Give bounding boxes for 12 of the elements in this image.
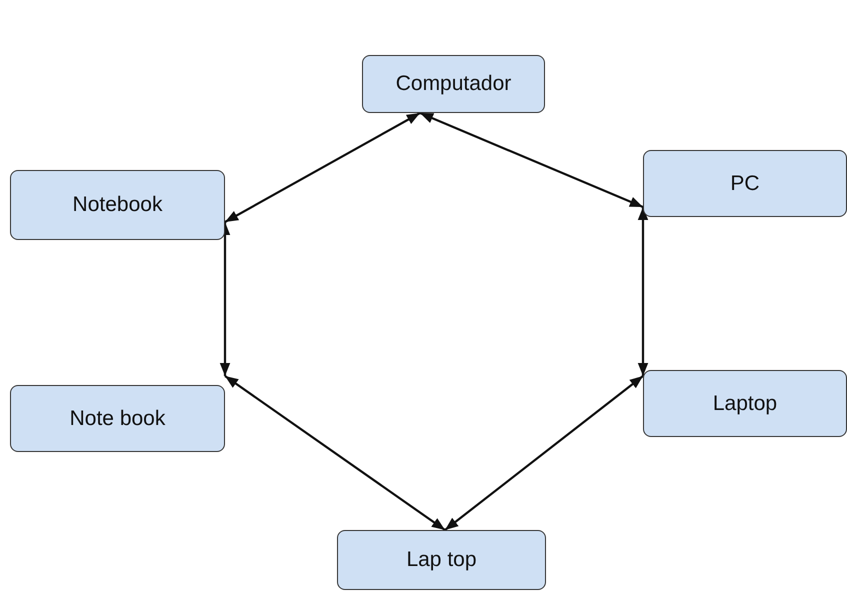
term-box: Lap top: [337, 530, 546, 590]
double-arrow: [224, 375, 446, 531]
term-box: Computador: [362, 55, 545, 113]
term-box: Notebook: [10, 170, 225, 240]
term-box: Laptop: [643, 370, 847, 437]
double-arrow: [638, 207, 648, 376]
double-arrow: [420, 112, 644, 208]
term-box: Note book: [10, 385, 225, 452]
double-arrow: [224, 112, 421, 223]
double-arrow: [444, 375, 644, 531]
term-box: PC: [643, 150, 847, 217]
double-arrow: [220, 222, 230, 376]
